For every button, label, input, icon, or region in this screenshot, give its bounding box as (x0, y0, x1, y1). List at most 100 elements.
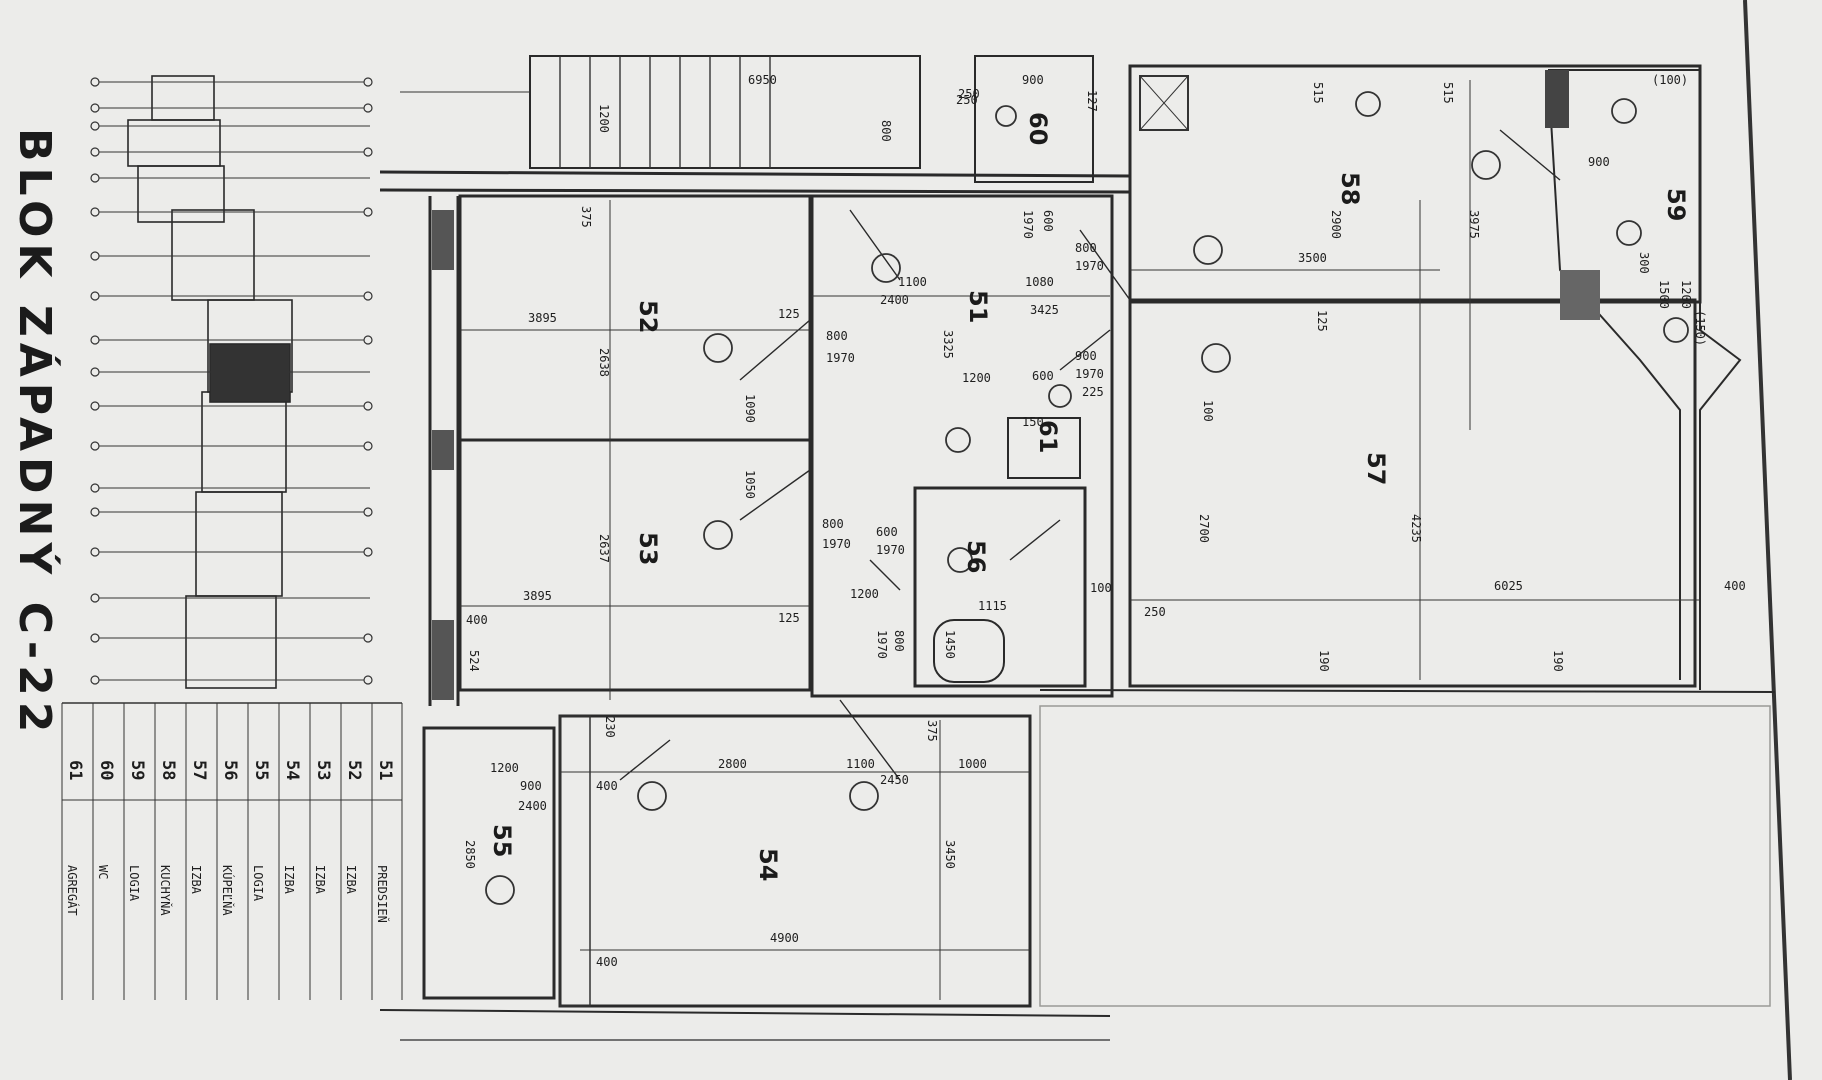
room-51-label: 51 (964, 290, 992, 323)
dim-900-door57: 900 (1075, 349, 1097, 363)
stair-treads (559, 56, 771, 168)
legend-no-59: 59 (127, 760, 147, 780)
dim-125-c: 125 (778, 611, 800, 625)
dim-1200-loggia55: 1200 (490, 761, 519, 775)
dim-100: 100 (1201, 400, 1215, 422)
dim-1200-top: 1200 (597, 104, 611, 133)
legend-no-53: 53 (313, 760, 333, 780)
dim-4900: 4900 (770, 931, 799, 945)
dim-2700: 2700 (1197, 514, 1211, 543)
dim-1050: 1050 (743, 470, 757, 499)
dim-515-b: 515 (1441, 82, 1455, 104)
room-58-label: 58 (1336, 172, 1364, 205)
dim-515-a: 515 (1311, 82, 1325, 104)
dim-524: 524 (467, 650, 481, 672)
dim-800-door53: 800 (822, 517, 844, 531)
dim-1090: 1090 (743, 394, 757, 423)
legend-name-59: LOGIA (127, 865, 141, 902)
dim-127: 127 (1085, 90, 1099, 112)
room-60-label: 60 (1024, 112, 1052, 145)
dim-1970-door58: 1970 (1075, 259, 1104, 273)
legend-name-56: KÚPEĽŇA (220, 865, 235, 916)
door-swings (619, 129, 1561, 781)
dim-100-paren: (100) (1652, 73, 1688, 87)
dim-400-bottom: 400 (596, 955, 618, 969)
dim-6950: 6950 (748, 73, 777, 87)
dim-190-a: 190 (1317, 650, 1331, 672)
dim-375-bottom: 375 (925, 720, 939, 742)
dim-600-corr: 600 (1032, 369, 1054, 383)
dim-150-paren: (150) (1693, 310, 1707, 346)
dim-150-wc: 150 (1022, 415, 1044, 429)
legend-name-61: AGREGÁT (65, 865, 80, 916)
dim-375-top: 375 (579, 206, 593, 228)
dimension-lines (400, 80, 1700, 1000)
dim-1970-door53: 1970 (822, 537, 851, 551)
legend-name-58: KUCHYŇA (158, 865, 173, 916)
dim-1000: 1000 (958, 757, 987, 771)
room-53-label: 53 (634, 532, 662, 565)
dim-2637: 2637 (597, 534, 611, 563)
legend-name-55: LOGIA (251, 865, 265, 902)
dim-1500: 1500 (1657, 280, 1671, 309)
room-59-label: 59 (1662, 188, 1690, 221)
dim-600-door56: 600 (876, 525, 898, 539)
sheet-title: BLOK ZÁPADNÝ C-22 (9, 128, 62, 738)
dim-2850: 2850 (463, 840, 477, 869)
legend-name-51: PREDSIEŇ (375, 865, 390, 923)
legend-table: 61 60 59 58 57 56 55 54 53 52 51 AGREGÁT… (61, 702, 403, 1000)
dim-3450: 3450 (943, 840, 957, 869)
dim-1115: 1115 (978, 599, 1007, 613)
dim-250-wc: 250 (956, 93, 978, 107)
dim-1970-vertical: 1970 (875, 630, 889, 659)
dim-1100-a: 1100 (898, 275, 927, 289)
dim-1080: 1080 (1025, 275, 1054, 289)
dim-800-door52: 800 (826, 329, 848, 343)
dim-3895-top: 3895 (528, 311, 557, 325)
dim-400-left: 400 (466, 613, 488, 627)
dim-225: 225 (1082, 385, 1104, 399)
dim-190-b: 190 (1551, 650, 1565, 672)
dim-3425: 3425 (1030, 303, 1059, 317)
dim-300: 300 (1637, 252, 1651, 274)
legend-no-54: 54 (282, 760, 302, 780)
legend-no-57: 57 (189, 760, 209, 780)
dim-400-loggia: 400 (596, 779, 618, 793)
dim-1970-door52: 1970 (826, 351, 855, 365)
dim-1200-door-bottom: 1200 (850, 587, 879, 601)
key-plan-grid-markers (90, 77, 373, 685)
dim-1200-corr: 1200 (962, 371, 991, 385)
room-56-label: 56 (962, 540, 990, 573)
key-plan (127, 75, 293, 689)
dim-2900-kitchen: 2900 (1329, 210, 1343, 239)
dim-900-loggia: 900 (1588, 155, 1610, 169)
dim-3975: 3975 (1467, 210, 1481, 239)
dim-2400: 2400 (880, 293, 909, 307)
dim-1970-wc: 1970 (1021, 210, 1035, 239)
hatched-walls (432, 70, 1600, 1007)
dim-600-wc: 600 (1041, 210, 1055, 232)
dim-6025: 6025 (1494, 579, 1523, 593)
legend-name-60: WC (96, 865, 110, 879)
dim-2450: 2450 (880, 773, 909, 787)
dim-1450: 1450 (943, 630, 957, 659)
dim-1970-door56: 1970 (876, 543, 905, 557)
exterior-walls (379, 55, 1776, 1041)
dim-125-b: 125 (1315, 310, 1329, 332)
dim-100-b: 100 (1090, 581, 1112, 595)
dim-2800: 2800 (718, 757, 747, 771)
key-plan-grid-lines (95, 81, 370, 681)
legend-no-61: 61 (65, 760, 85, 780)
dim-230: 230 (603, 716, 617, 738)
dim-2638: 2638 (597, 348, 611, 377)
room-57-label: 57 (1362, 452, 1390, 485)
legend-no-51: 51 (375, 760, 395, 780)
dim-900-loggia55: 900 (520, 779, 542, 793)
dim-3895-bottom: 3895 (523, 589, 552, 603)
legend-name-52: IZBA (344, 865, 358, 895)
dim-125-a: 125 (778, 307, 800, 321)
room-52-label: 52 (634, 300, 662, 333)
